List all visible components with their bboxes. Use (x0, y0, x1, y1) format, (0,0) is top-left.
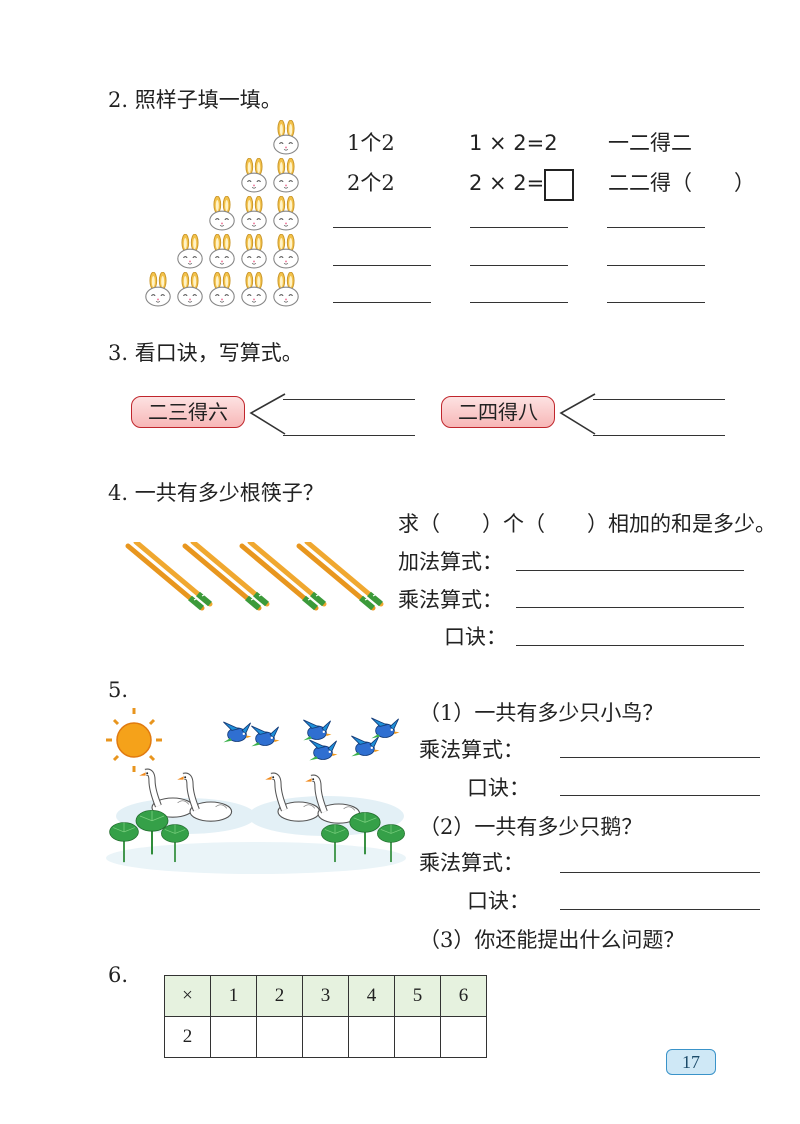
answer-cell[interactable] (302, 1016, 349, 1058)
q2-row2-rhyme: 二二得（ ） (608, 171, 755, 195)
table-header-cell: 3 (302, 975, 349, 1017)
answer-line[interactable] (560, 757, 760, 758)
rhyme-label: 口诀： (467, 776, 530, 800)
answer-line[interactable] (283, 399, 415, 400)
answer-cell[interactable] (394, 1016, 441, 1058)
answer-box[interactable] (544, 169, 574, 201)
table-header-cell: 4 (348, 975, 395, 1017)
q3-title: 3. 看口诀，写算式。 (108, 341, 303, 365)
rhyme-tag: 二四得八 (441, 396, 555, 428)
pond-scene (106, 708, 418, 878)
answer-cell[interactable] (440, 1016, 487, 1058)
table-header-cell: × (164, 975, 211, 1017)
q2-row2-equation: 2 × 2= (469, 171, 545, 195)
answer-line[interactable] (516, 645, 744, 646)
answer-cell[interactable] (256, 1016, 303, 1058)
q6-title: 6. (108, 963, 129, 987)
bracket-icon (249, 393, 286, 435)
answer-line[interactable] (516, 570, 744, 571)
chopsticks-image (124, 540, 394, 622)
answer-line[interactable] (593, 435, 725, 436)
answer-line[interactable] (470, 265, 568, 266)
answer-line[interactable] (607, 265, 705, 266)
page-number: 17 (666, 1049, 716, 1075)
mul-label: 乘法算式： (398, 588, 503, 612)
add-label: 加法算式： (398, 550, 503, 574)
answer-line[interactable] (333, 265, 431, 266)
answer-line[interactable] (607, 302, 705, 303)
answer-line[interactable] (516, 607, 744, 608)
answer-line[interactable] (333, 302, 431, 303)
q5-title: 5. (108, 678, 129, 702)
answer-line[interactable] (333, 227, 431, 228)
q2-row1-equation: 1 × 2=2 (469, 131, 558, 155)
answer-line[interactable] (593, 399, 725, 400)
table-header-cell: 6 (440, 975, 487, 1017)
multiplication-table: × 1 2 3 4 5 6 2 (164, 975, 487, 1058)
answer-cell[interactable] (210, 1016, 257, 1058)
q5-part2: （2）一共有多少只鹅？ (419, 815, 643, 839)
rhyme-label: 口诀： (467, 889, 530, 913)
answer-line[interactable] (470, 227, 568, 228)
answer-line[interactable] (560, 909, 760, 910)
q2-row1-count: 1个2 (347, 131, 395, 155)
answer-line[interactable] (283, 435, 415, 436)
answer-line[interactable] (470, 302, 568, 303)
answer-cell[interactable] (348, 1016, 395, 1058)
q2-row2-count: 2个2 (347, 171, 395, 195)
rabbit-icon-group (145, 120, 299, 307)
table-header-cell: 2 (256, 975, 303, 1017)
table-row-label: 2 (164, 1016, 211, 1058)
q2-row1-rhyme: 一二得二 (608, 131, 692, 155)
q4-title: 4. 一共有多少根筷子？ (108, 481, 324, 505)
answer-line[interactable] (560, 795, 760, 796)
rhyme-tag: 二三得六 (131, 396, 245, 428)
q5-part3: （3）你还能提出什么问题？ (419, 928, 685, 952)
table-header-cell: 5 (394, 975, 441, 1017)
sun-icon (106, 708, 162, 772)
q4-question: 求（ ）个（ ）相加的和是多少。 (398, 512, 776, 536)
mul-label: 乘法算式： (419, 738, 524, 762)
rabbit-pyramid (140, 118, 310, 310)
q5-part1: （1）一共有多少只小鸟？ (419, 701, 664, 725)
q2-title: 2. 照样子填一填。 (108, 88, 282, 112)
mul-label: 乘法算式： (419, 851, 524, 875)
answer-line[interactable] (560, 872, 760, 873)
answer-line[interactable] (607, 227, 705, 228)
table-header-cell: 1 (210, 975, 257, 1017)
rhyme-label: 口诀： (444, 625, 507, 649)
bracket-icon (559, 393, 596, 435)
